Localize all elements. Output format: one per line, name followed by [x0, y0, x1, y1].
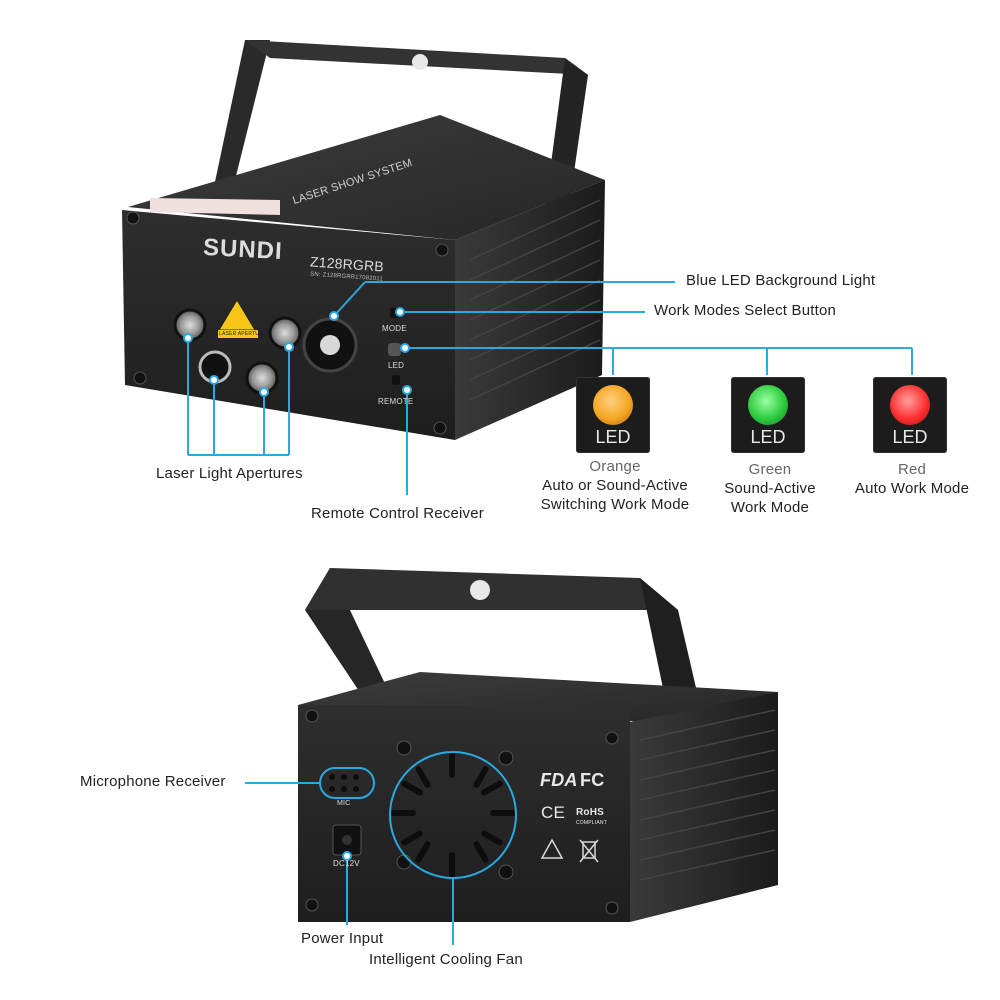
front-handle [212, 40, 270, 200]
led-indicator-orange: LED [576, 377, 650, 453]
callout-apertures: Laser Light Apertures [156, 465, 303, 482]
led-indicator-green: LED [731, 377, 805, 453]
status-led [388, 343, 401, 356]
front-callout-lines [183, 281, 913, 495]
led-color-name: Green [748, 461, 792, 478]
rear-side-panel [630, 692, 778, 922]
weee-bin-icon [579, 839, 599, 863]
led-color-name: Red [897, 461, 927, 478]
led-dot-green [748, 385, 788, 425]
fc-mark: FC [580, 770, 605, 790]
led-desc-line2: Work Mode [730, 499, 810, 516]
rear-handle-top [305, 568, 678, 610]
rear-callout-lines [245, 751, 517, 945]
callout-work-modes: Work Modes Select Button [654, 302, 837, 319]
ce-mark: CE [541, 803, 566, 822]
rear-handle-hole [470, 580, 490, 600]
fan-grille [390, 752, 516, 878]
callout-blue-led: Blue LED Background Light [686, 272, 876, 289]
rear-device [298, 568, 778, 922]
led-caption-orange: Orange Auto or Sound-Active Switching Wo… [541, 457, 690, 514]
hazard-icon [540, 838, 564, 859]
led-chip-label: LED [750, 427, 786, 447]
handle-hole [412, 54, 428, 70]
fda-mark: FDA [540, 770, 578, 790]
remote-receiver-window [392, 375, 400, 385]
callout-microphone: Microphone Receiver [80, 773, 226, 790]
callout-power-input: Power Input [301, 930, 384, 947]
led-caption-green: Green Sound-Active Work Mode [724, 460, 816, 517]
led-chip-label: LED [595, 427, 631, 447]
front-device [122, 40, 605, 440]
rohs-sub: COMPLIANT [576, 820, 607, 826]
led-indicator-red: LED [873, 377, 947, 453]
laser-warning-sticker [150, 198, 280, 215]
led-color-name: Orange [589, 458, 641, 475]
front-side-panel [455, 180, 605, 440]
callout-cooling-fan: Intelligent Cooling Fan [369, 951, 523, 968]
led-dot-orange [593, 385, 633, 425]
dc-label: DC12V [333, 859, 360, 868]
led-chip-label: LED [892, 427, 928, 447]
warning-label-text: LASER APERTURE [219, 331, 267, 337]
led-caption-red: Red Auto Work Mode [855, 460, 969, 498]
led-dot-red [890, 385, 930, 425]
mic-holes [329, 774, 359, 792]
brand-logo: SUNDI [202, 233, 284, 266]
callout-remote-receiver: Remote Control Receiver [311, 505, 484, 522]
led-desc-line2: Switching Work Mode [540, 496, 690, 513]
led-desc-line1: Auto or Sound-Active [542, 477, 688, 494]
mode-label: MODE [382, 324, 407, 333]
rohs-mark: RoHS [576, 807, 605, 818]
led-label: LED [388, 361, 405, 370]
aperture-4 [268, 316, 302, 350]
rear-face [298, 705, 630, 922]
led-desc-line1: Auto Work Mode [854, 480, 970, 497]
remote-label: REMOTE [378, 397, 414, 406]
led-desc-line1: Sound-Active [724, 480, 816, 497]
mic-label: MIC [337, 800, 351, 807]
